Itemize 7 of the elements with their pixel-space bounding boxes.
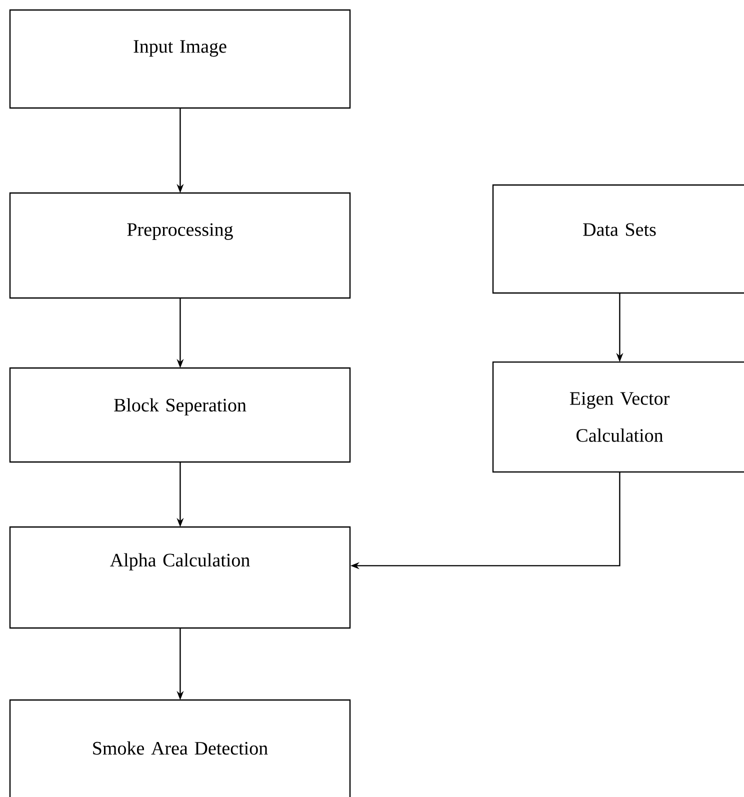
process-box: Block Seperation [9,367,351,463]
process-box: Data Sets [492,184,744,294]
process-box: Input Image [9,9,351,109]
process-box: Smoke Area Detection [9,699,351,797]
process-box: Alpha Calculation [9,526,351,629]
process-box: Preprocessing [9,192,351,299]
process-box: Eigen Vector Calculation [492,361,744,473]
